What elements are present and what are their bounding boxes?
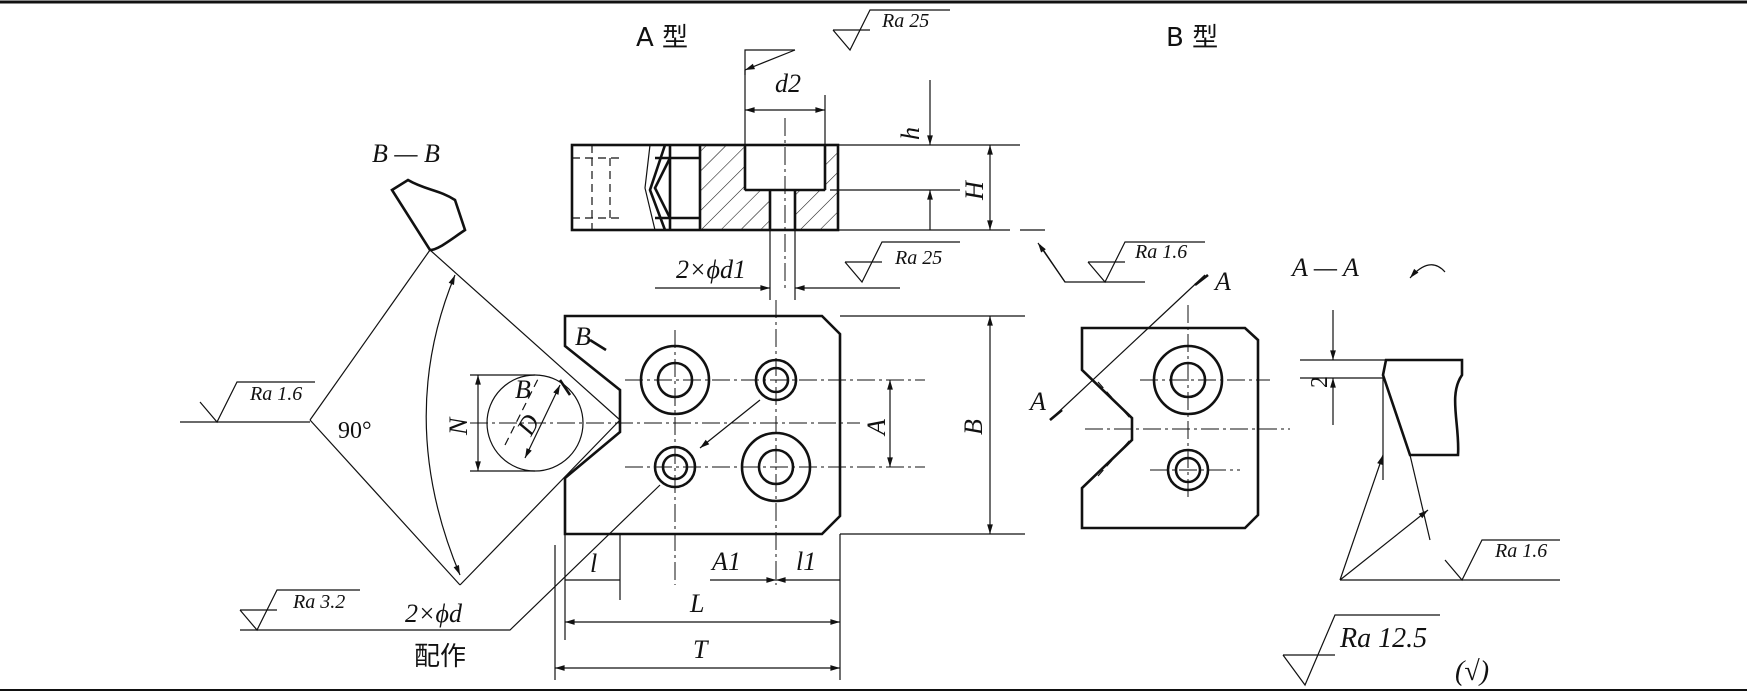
roughness-top-a: Ra 25 — [744, 9, 950, 75]
roughness-mid-a: Ra 25 — [844, 241, 960, 284]
svg-text:90°: 90° — [338, 418, 372, 444]
type-a-title: A 型 — [636, 23, 688, 53]
dim-h: h — [830, 80, 1020, 230]
svg-text:N: N — [444, 416, 473, 436]
svg-text:D: D — [511, 409, 546, 441]
svg-text:l: l — [590, 549, 597, 578]
general-roughness: Ra 12.5 (√) — [1282, 614, 1489, 687]
svg-text:Ra 1.6: Ra 1.6 — [1134, 241, 1187, 263]
svg-text:(√): (√) — [1455, 656, 1489, 687]
type-b-plan-view — [1049, 273, 1290, 530]
svg-text:Ra 25: Ra 25 — [894, 247, 942, 269]
roughness-left-v: Ra 1.6 — [180, 381, 315, 424]
svg-text:2×ϕd1: 2×ϕd1 — [676, 255, 746, 284]
svg-text:A1: A1 — [710, 547, 741, 576]
svg-text:A — A: A — A — [1290, 253, 1359, 282]
section-aa: A — A 2 Ra 1.6 — [1290, 253, 1560, 582]
svg-text:配作: 配作 — [414, 642, 466, 672]
svg-text:L: L — [689, 589, 704, 618]
type-a-section-view — [570, 118, 840, 290]
svg-text:H: H — [960, 180, 989, 201]
svg-text:B: B — [959, 419, 988, 435]
cut-mark-b-low: B — [515, 375, 531, 404]
dim-T: T — [554, 545, 840, 680]
dim-H: H — [838, 145, 1010, 231]
roughness-right-a: Ra 1.6 — [1020, 229, 1205, 284]
cut-mark-b-top: B — [575, 322, 591, 351]
svg-text:Ra 1.6: Ra 1.6 — [1494, 540, 1547, 562]
dim-A1-l1: A1 l1 — [710, 534, 841, 680]
dim-L: L — [565, 589, 840, 625]
svg-text:d2: d2 — [775, 69, 801, 98]
cut-mark-a-lower: A — [1028, 387, 1046, 416]
svg-text:Ra 1.6: Ra 1.6 — [249, 383, 302, 405]
angle-90: 90° — [309, 249, 621, 586]
type-b-title: B 型 — [1166, 23, 1218, 53]
svg-text:B — B: B — B — [372, 139, 440, 168]
svg-text:2×ϕd: 2×ϕd — [405, 599, 463, 628]
dim-A: A — [862, 380, 893, 467]
svg-text:h: h — [896, 127, 925, 140]
dim-d2: d2 — [744, 69, 826, 145]
leader-2d: 2×ϕd 配作 — [240, 399, 761, 672]
dim-2d1: 2×ϕd1 — [655, 230, 900, 300]
svg-text:Ra 25: Ra 25 — [881, 10, 929, 32]
cut-mark-a-upper: A — [1213, 267, 1231, 296]
section-bb: B — B — [372, 139, 467, 252]
dim-B: B — [840, 315, 1025, 535]
type-a-plan-view — [470, 300, 925, 585]
svg-text:l1: l1 — [796, 547, 816, 576]
svg-text:Ra 3.2: Ra 3.2 — [292, 591, 345, 613]
svg-text:2: 2 — [1307, 376, 1333, 388]
svg-text:T: T — [693, 635, 709, 664]
svg-text:A: A — [862, 419, 891, 437]
svg-text:Ra 12.5: Ra 12.5 — [1339, 623, 1427, 654]
roughness-bottom-left: Ra 3.2 — [239, 589, 360, 632]
